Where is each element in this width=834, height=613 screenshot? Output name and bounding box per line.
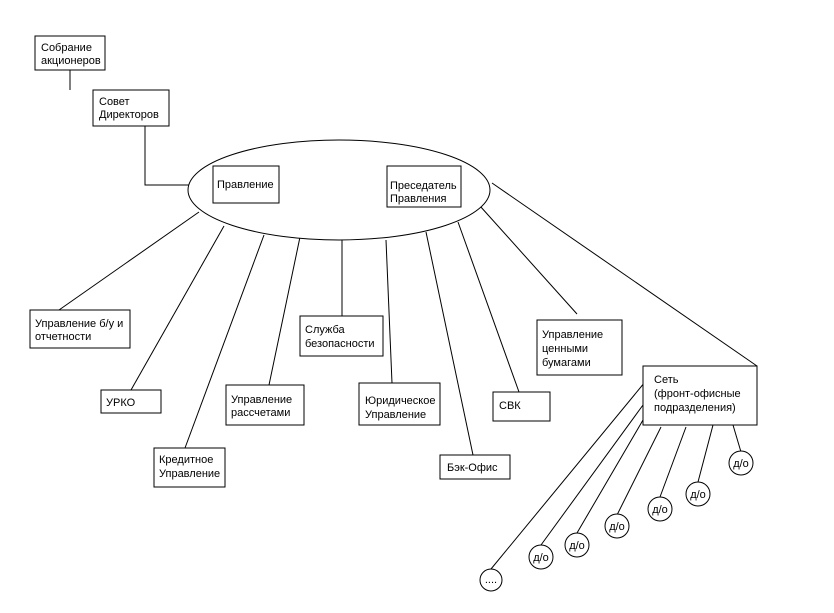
node-securities-label-2: ценными xyxy=(542,343,588,355)
node-urko-label: УРКО xyxy=(106,397,136,409)
node-accounting-label-2: отчетности xyxy=(35,331,91,343)
node-network-label-2: (фронт-офисные xyxy=(654,388,741,400)
node-shareholders: Собрание акционеров xyxy=(34,35,106,71)
branch-office-4: д/о xyxy=(647,496,673,522)
node-management: Правление xyxy=(212,165,280,204)
node-chairman-label-1: Преседатель xyxy=(390,180,457,192)
branch-office-1: д/о xyxy=(528,544,554,570)
connector-settlements xyxy=(268,236,301,386)
management-ellipse xyxy=(187,139,491,241)
node-management-label: Правление xyxy=(217,179,274,191)
branch-office-6-label: д/о xyxy=(733,458,749,470)
branch-office-1-label: д/о xyxy=(533,552,549,564)
node-accounting: Управление б/у и отчетности xyxy=(29,309,131,349)
branch-office-5-label: д/о xyxy=(690,489,706,501)
node-settlements: Управление рассчетами xyxy=(225,384,305,426)
connector-branch-5 xyxy=(697,424,714,483)
node-security: Служба безопасности xyxy=(299,315,384,357)
node-board: Совет Директоров xyxy=(92,89,170,127)
connector-securities xyxy=(479,205,578,315)
node-chairman-label-2: Правления xyxy=(390,193,446,205)
node-board-label-2: Директоров xyxy=(99,109,159,121)
connector-network xyxy=(491,182,758,367)
node-svk: СВК xyxy=(492,391,551,422)
branch-office-3: д/о xyxy=(604,513,630,539)
connector-credit xyxy=(184,234,265,449)
node-credit: Кредитное Управление xyxy=(153,447,226,488)
node-legal: Юридическое Управление xyxy=(358,382,441,426)
node-network-label-3: подразделения) xyxy=(654,402,736,414)
connector-svk xyxy=(457,221,520,393)
node-shareholders-label-1: Собрание xyxy=(41,42,92,54)
node-urko: УРКО xyxy=(100,389,162,414)
node-network-label-1: Сеть xyxy=(654,374,679,386)
node-backoffice: Бэк-Офис xyxy=(439,454,511,480)
node-security-label-2: безопасности xyxy=(305,338,375,350)
node-chairman: Преседатель Правления xyxy=(386,165,462,208)
connector-urko xyxy=(130,225,225,391)
branch-office-2: д/о xyxy=(564,532,590,558)
branch-office-6: д/о xyxy=(728,450,754,476)
branch-office-4-label: д/о xyxy=(652,504,668,516)
connector-branch-1 xyxy=(540,404,644,546)
node-settlements-label-1: Управление xyxy=(231,394,292,406)
branch-more: .... xyxy=(479,568,503,592)
branch-office-2-label: д/о xyxy=(569,540,585,552)
node-accounting-label-1: Управление б/у и xyxy=(35,318,123,330)
node-backoffice-label: Бэк-Офис xyxy=(447,462,498,474)
connector-branch-2 xyxy=(576,419,644,534)
node-board-label-1: Совет xyxy=(99,96,130,108)
branch-more-label: .... xyxy=(485,574,497,586)
branch-office-3-label: д/о xyxy=(609,521,625,533)
node-credit-label-1: Кредитное xyxy=(159,454,213,466)
node-securities: Управление ценными бумагами xyxy=(536,319,623,376)
node-credit-label-2: Управление xyxy=(159,468,220,480)
connectors xyxy=(58,70,758,570)
connector-legal xyxy=(385,239,393,384)
node-legal-label-2: Управление xyxy=(365,409,426,421)
branch-office-5: д/о xyxy=(685,481,711,507)
node-svk-label: СВК xyxy=(499,400,521,412)
node-securities-label-3: бумагами xyxy=(542,357,591,369)
node-settlements-label-2: рассчетами xyxy=(231,407,290,419)
connector-branch-more xyxy=(490,381,646,570)
node-securities-label-1: Управление xyxy=(542,329,603,341)
node-legal-label-1: Юридическое xyxy=(365,395,435,407)
node-shareholders-label-2: акционеров xyxy=(41,55,101,67)
connector-branch-4 xyxy=(659,426,687,498)
connector-branch-3 xyxy=(616,426,662,516)
connector-accounting xyxy=(58,211,200,311)
connector-backoffice xyxy=(425,231,474,456)
node-security-label-1: Служба xyxy=(305,324,346,336)
node-network: Сеть (фронт-офисные подразделения) xyxy=(642,365,758,426)
connector-branch-6 xyxy=(732,424,742,453)
